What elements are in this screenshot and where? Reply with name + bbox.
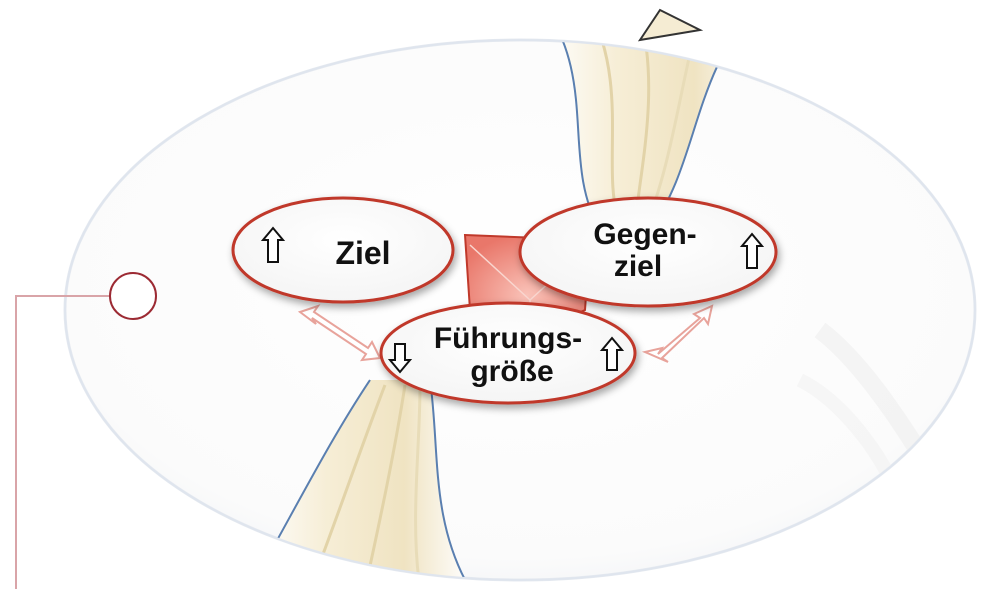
node-ziel-content: Ziel [260,226,391,271]
up-arrow-icon [739,232,765,269]
ziel-label: Ziel [335,235,390,271]
curve-arrow-tip-icon [637,8,704,42]
callout-marker [15,272,157,589]
node-gegenziel-content: Gegen- ziel [593,218,765,283]
ellipse-outline [64,39,976,581]
node-gegenziel [518,196,778,308]
up-arrow-icon [599,336,625,371]
node-ziel [231,196,455,304]
gegenziel-label-line2: ziel [614,250,662,283]
connector-left [297,304,382,362]
callout-line [15,295,110,589]
double-arrow-icon [297,304,382,362]
down-arrow-icon [387,343,413,374]
fuehrungsgroesse-label-line2: größe [470,355,553,388]
callout-circle-icon [109,272,157,320]
connector-right [641,304,714,363]
up-arrow-icon [260,226,286,263]
fuehrungsgroesse-label-line1: Führungs- [434,322,582,355]
node-fuehrungsgroesse-content: Führungs- größe [387,322,625,388]
gegenziel-label-line1: Gegen- [593,218,696,251]
double-arrow-icon [641,304,714,363]
node-fuehrungsgroesse [379,301,637,405]
